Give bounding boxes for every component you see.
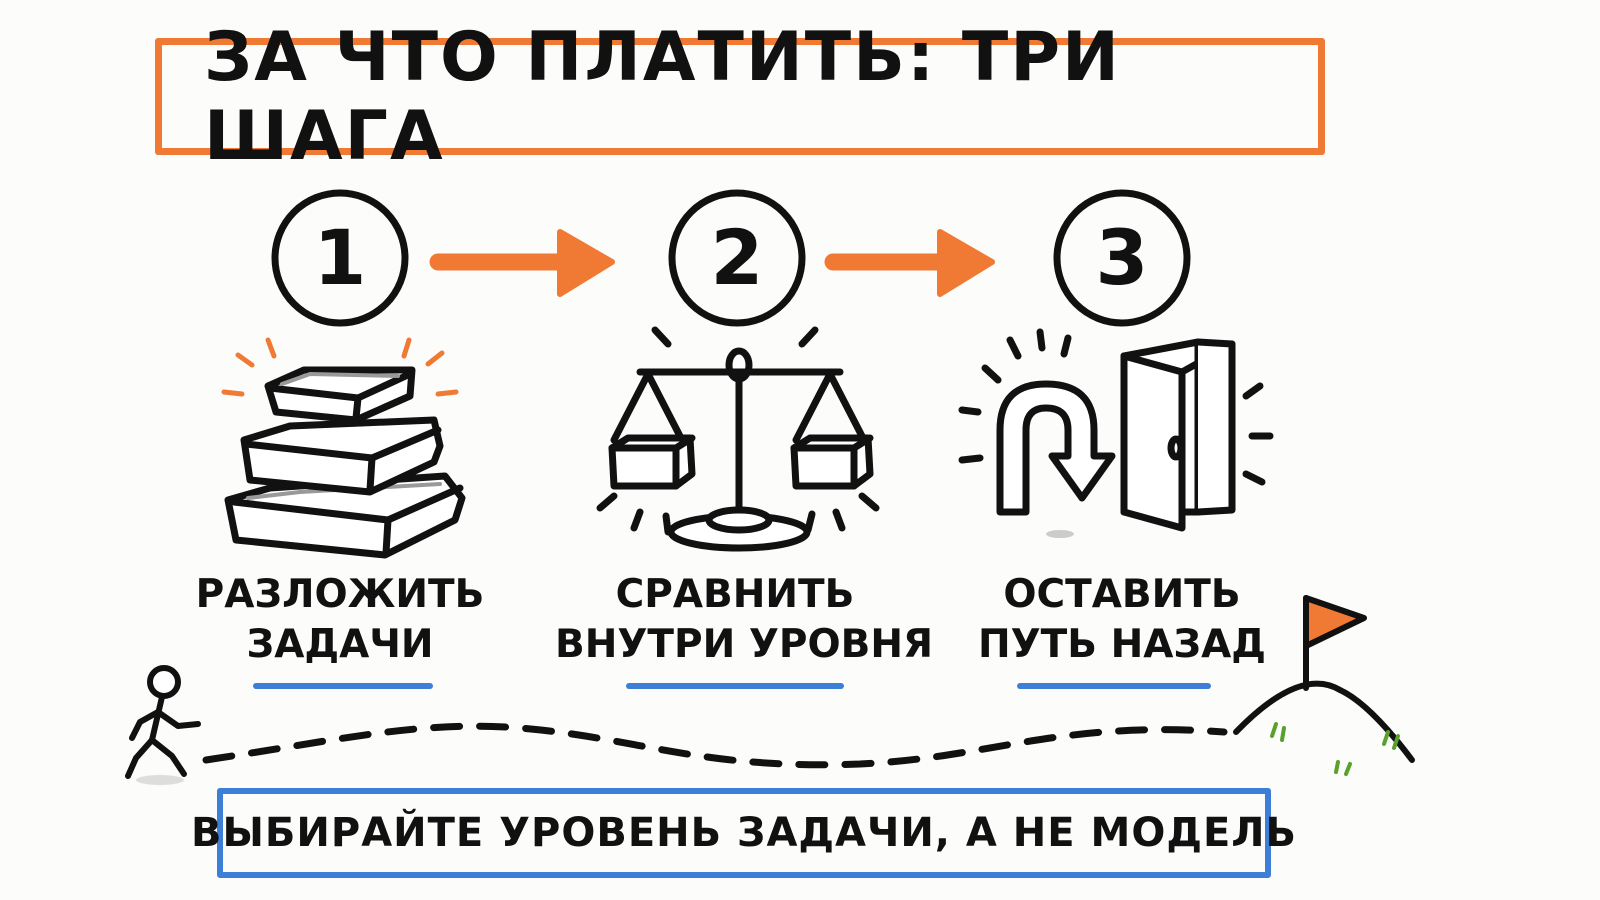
step-2-number-circle: 2 xyxy=(668,189,806,327)
step-2-underline xyxy=(626,683,844,689)
footer-banner: ВЫБИРАЙТЕ УРОВЕНЬ ЗАДАЧИ, А НЕ МОДЕЛЬ xyxy=(191,788,1296,878)
step-3-underline xyxy=(1017,683,1211,689)
step-1-label-line-1: РАЗЛОЖИТЬ xyxy=(195,572,485,617)
walking-person-icon xyxy=(125,665,201,785)
step-2-number: 2 xyxy=(711,213,764,302)
u-turn-door-icon xyxy=(958,328,1274,538)
step-3-label-line-1: ОСТАВИТЬ xyxy=(1003,572,1241,617)
step-2-label-line-1: СРАВНИТЬ xyxy=(615,572,855,617)
dashed-path xyxy=(202,722,1228,769)
arrow-right-icon xyxy=(429,229,615,297)
step-1-underline xyxy=(253,683,433,689)
title-banner: ЗА ЧТО ПЛАТИТЬ: ТРИ ШАГА xyxy=(155,18,1325,176)
step-1-number-circle: 1 xyxy=(271,189,409,327)
step-3-number-circle: 3 xyxy=(1053,189,1191,327)
page-title: ЗА ЧТО ПЛАТИТЬ: ТРИ ШАГА xyxy=(204,17,1121,176)
step-3-label-line-2: ПУТЬ НАЗАД xyxy=(977,622,1267,667)
step-3-label: ОСТАВИТЬ ПУТЬ НАЗАД xyxy=(942,570,1302,670)
step-3-number: 3 xyxy=(1096,213,1149,302)
step-2-label: СРАВНИТЬ ВНУТРИ УРОВНЯ xyxy=(555,570,934,670)
step-1-number: 1 xyxy=(314,213,367,302)
step-1-label-line-2: ЗАДАЧИ xyxy=(246,622,434,667)
arrow-right-icon xyxy=(824,229,995,297)
stacked-boxes-icon xyxy=(221,337,466,559)
balance-scale-icon xyxy=(596,326,880,552)
step-2-label-line-2: ВНУТРИ УРОВНЯ xyxy=(555,622,934,667)
flag-hill-icon xyxy=(1233,595,1415,776)
step-1-label: РАЗЛОЖИТЬ ЗАДАЧИ xyxy=(160,570,520,670)
footer-text: ВЫБИРАЙТЕ УРОВЕНЬ ЗАДАЧИ, А НЕ МОДЕЛЬ xyxy=(191,810,1298,856)
